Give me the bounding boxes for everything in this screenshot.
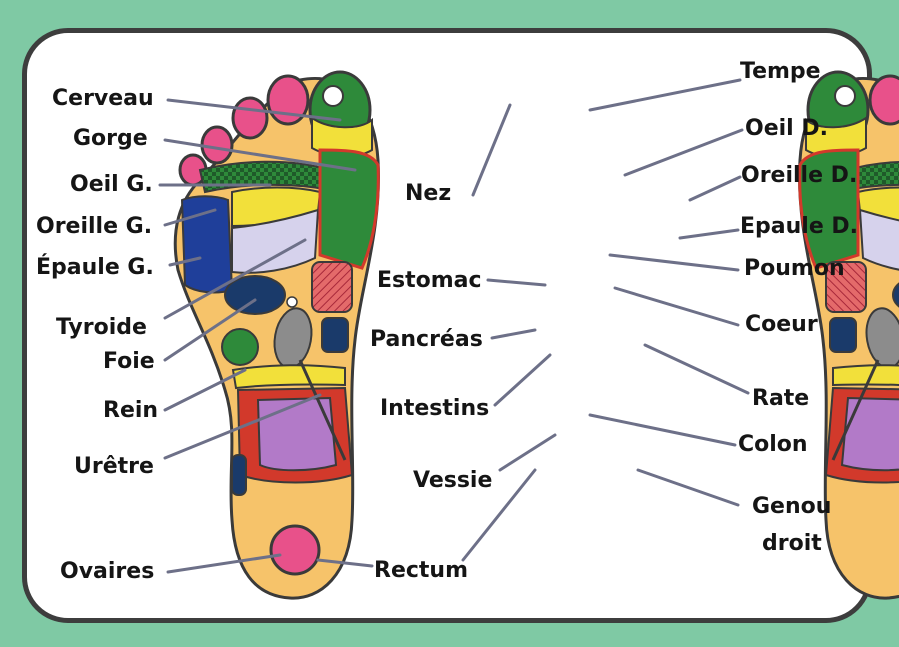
label-oeil-d: Oeil D.: [745, 118, 828, 140]
leader-intestins: [495, 355, 550, 405]
label-gorge: Gorge: [73, 128, 148, 150]
right-intestine-zone: [842, 398, 899, 470]
left-ovary-zone: [271, 526, 319, 574]
label-cerveau: Cerveau: [52, 88, 154, 110]
label-rein: Rein: [103, 400, 158, 422]
leader-colon: [590, 415, 735, 445]
label-foie: Foie: [103, 351, 155, 373]
label-intestins: Intestins: [380, 398, 489, 420]
leader-vessie: [500, 435, 555, 470]
label-oeil-g: Oeil G.: [70, 174, 153, 196]
label-tempe: Tempe: [740, 61, 821, 83]
leader-nez: [473, 105, 510, 195]
label-oreille-d: Oreille D.: [741, 165, 857, 187]
right-big-toe-dot: [835, 86, 855, 106]
label-tyroide: Tyroide: [56, 317, 147, 339]
right-toe-2: [870, 76, 899, 124]
left-foot: [175, 72, 378, 598]
leader-estomac: [488, 280, 545, 285]
left-liver-dot: [287, 297, 297, 307]
left-knee-zone: [232, 455, 246, 495]
leader-oeil-d: [625, 130, 742, 175]
label-estomac: Estomac: [377, 270, 482, 292]
label-poumon: Poumon: [744, 258, 845, 280]
leader-epaule-d: [680, 230, 738, 238]
label-rectum: Rectum: [374, 560, 468, 582]
leader-poumon: [610, 255, 738, 270]
leader-coeur: [615, 288, 738, 325]
label-ovaires: Ovaires: [60, 561, 154, 583]
label-genou: Genou: [752, 496, 831, 518]
left-kidney-zone: [222, 329, 258, 365]
left-toe-4: [202, 127, 232, 163]
label-uretre: Urêtre: [74, 456, 154, 478]
left-stomach-zone: [312, 262, 352, 312]
leader-tempe: [590, 80, 740, 110]
right-pancreas-zone: [830, 318, 856, 352]
label-oreille-g: Oreille G.: [36, 216, 152, 238]
label-epaule-g: Épaule G.: [36, 257, 154, 279]
left-big-toe-dot: [323, 86, 343, 106]
left-shoulder-zone: [182, 196, 232, 292]
left-intestine-band: [233, 365, 345, 388]
left-intestine-zone: [258, 398, 336, 470]
leader-pancreas: [492, 330, 535, 338]
label-nez: Nez: [405, 183, 451, 205]
left-toe-3: [233, 98, 267, 138]
label-vessie: Vessie: [413, 470, 492, 492]
leader-genou: [638, 470, 738, 505]
label-droit: droit: [762, 533, 822, 555]
left-thyroid-zone: [225, 276, 285, 314]
label-pancreas: Pancréas: [370, 329, 483, 351]
label-epaule-d: Epaule D.: [740, 216, 858, 238]
label-rate: Rate: [752, 388, 809, 410]
label-coeur: Coeur: [745, 314, 818, 336]
leader-oreille-d: [690, 177, 740, 200]
label-colon: Colon: [738, 434, 808, 456]
left-pancreas-zone: [322, 318, 348, 352]
leader-rate: [645, 345, 748, 393]
